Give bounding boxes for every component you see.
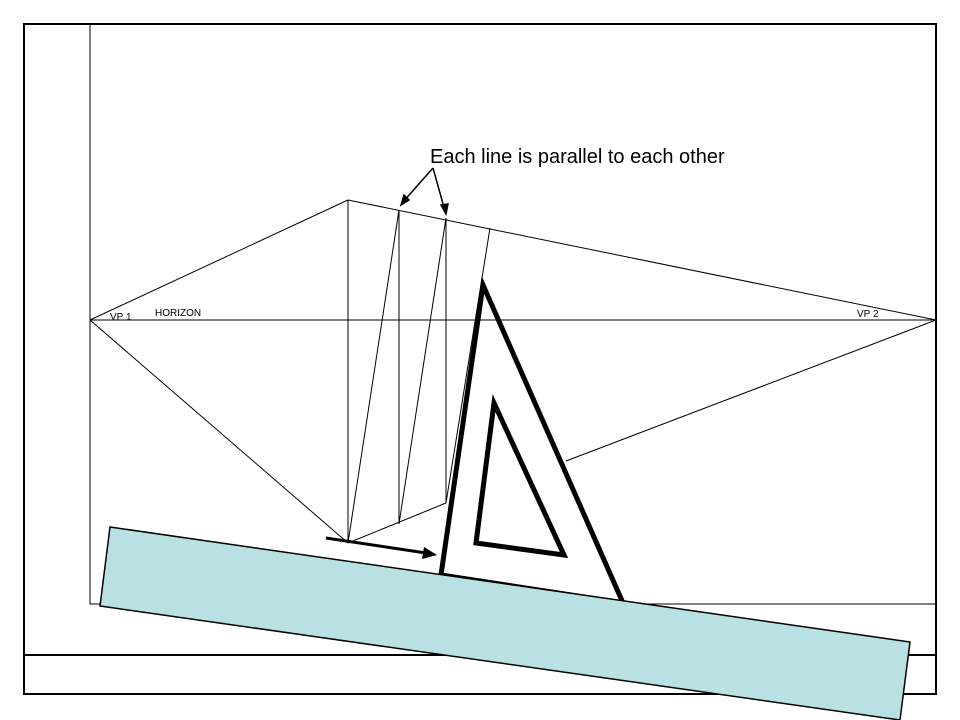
ruler-icon [99, 526, 911, 720]
set-square-inner [473, 394, 569, 559]
slide-arrow-icon [325, 536, 437, 559]
vp1-to-top-corner [89, 199, 349, 321]
vp1-to-bottom-corner [89, 319, 349, 544]
set-square-outer [438, 276, 628, 607]
parallel-line-5 [445, 227, 491, 504]
drawing-area [89, 23, 937, 605]
vp2-label: VP 2 [857, 309, 879, 320]
vp1-label: VP 1 [110, 312, 132, 323]
top-edge-to-vp2 [347, 199, 937, 321]
annotation-text: Each line is parallel to each other [430, 146, 725, 168]
bottom-edge-to-vp2 [565, 319, 937, 462]
construction-lines [89, 199, 937, 544]
parallel-line-3 [398, 217, 447, 525]
bottom-edge-segment [347, 502, 447, 544]
set-square-icon [438, 276, 628, 607]
horizon-label: HORIZON [155, 308, 201, 319]
annotation-pointers [399, 167, 449, 217]
parallel-line-2 [347, 209, 400, 544]
